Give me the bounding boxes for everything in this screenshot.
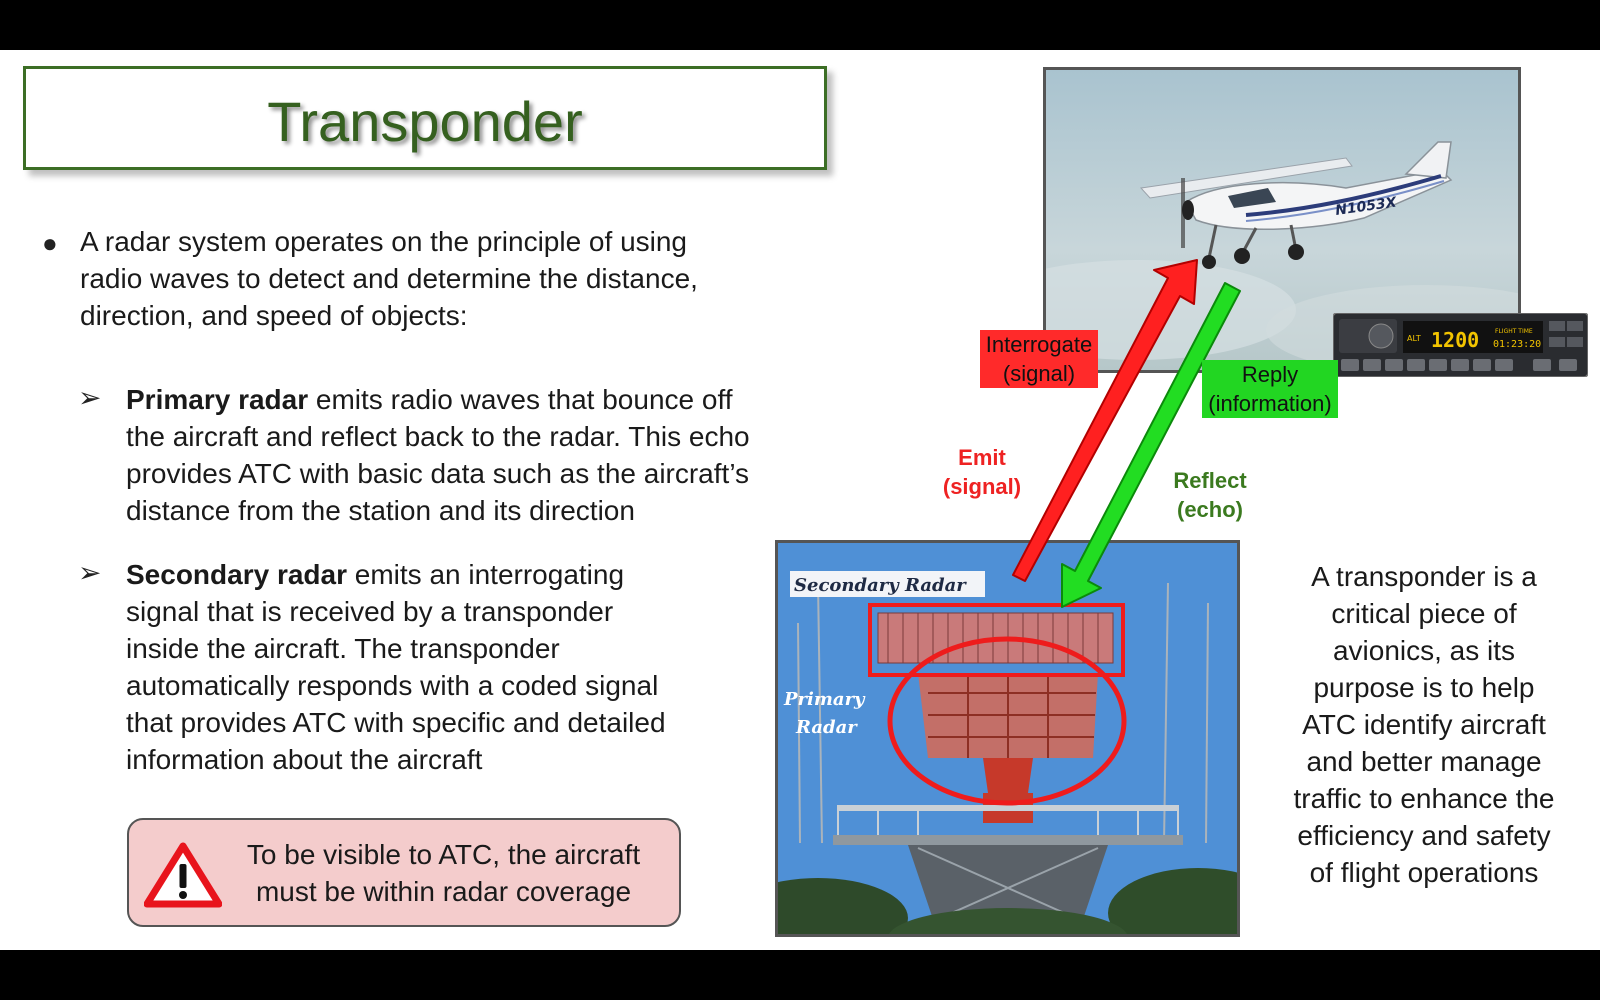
primary-term: Primary radar [126,384,309,415]
bullet-dot: ● [42,228,58,258]
reflect-label-line-2: (echo) [1177,497,1243,522]
arrow-bullet-icon: ➢ [78,557,102,588]
intro-paragraph: A radar system operates on the principle… [80,223,800,334]
squawk-code: 1200 [1431,328,1479,352]
secondary-radar-label: Secondary Radar [794,575,967,596]
primary-line-2: the aircraft and reflect back to the rad… [126,421,750,452]
emit-label-line-1: Emit [958,445,1006,470]
side-line-9: of flight operations [1309,857,1539,888]
interrogate-label-line-2: (signal) [1002,361,1076,386]
side-line-3: avionics, as its [1332,635,1516,666]
primary-line-1-rest: emits radio waves that bounce off [308,384,733,415]
secondary-line-1-rest: emits an interrogating [347,559,625,590]
primary-line-4: distance from the station and its direct… [126,495,635,526]
reply-label-line-1: Reply [1241,362,1299,387]
reflect-label-line-1: Reflect [1173,468,1247,493]
secondary-line-4: automatically responds with a coded sign… [126,670,659,701]
warning-triangle-icon [144,842,222,908]
side-line-7: traffic to enhance the [1293,783,1555,814]
interrogate-label: Interrogate (signal) [980,330,1098,388]
side-line-6: and better manage [1306,746,1542,777]
arrow-bullet-icon: ➢ [78,382,102,413]
side-line-5: ATC identify aircraft [1302,709,1546,740]
secondary-line-3: inside the aircraft. The transponder [126,633,560,664]
radar-photo: Secondary Radar Primary Radar [775,540,1240,937]
transponder-display: ALT 1200 FLIGHT TIME 01:23:20 [1332,312,1589,378]
primary-radar-highlight [887,636,1127,806]
emit-label-line-2: (signal) [942,474,1022,499]
warning-callout: To be visible to ATC, the aircraft must … [127,818,681,927]
signal-arrows [1012,259,1241,608]
side-line-1: A transponder is a [1311,561,1537,592]
alt-indicator: ALT [1407,334,1421,343]
side-line-4: purpose is to help [1313,672,1535,703]
secondary-line-2: signal that is received by a transponder [126,596,614,627]
warning-text: To be visible to ATC, the aircraft must … [221,836,666,910]
secondary-term: Secondary radar [126,559,347,590]
primary-line-3: provides ATC with basic data such as the… [126,458,750,489]
intro-line-1: A radar system operates on the principle… [80,226,688,257]
side-line-8: efficiency and safety [1297,820,1551,851]
primary-paragraph: Primary radar emits radio waves that bou… [126,381,826,529]
secondary-paragraph: Secondary radar emits an interrogating s… [126,556,766,778]
transponder-description: A transponder is a critical piece of avi… [1268,558,1580,891]
secondary-line-1: Secondary radar emits an interrogating [126,556,766,593]
reply-label-line-2: (information) [1208,391,1332,416]
interrogate-label-line-1: Interrogate [985,332,1093,357]
slide: Transponder ● A radar system operates on… [0,50,1600,950]
reply-label: Reply (information) [1202,360,1338,418]
slide-title: Transponder [267,90,583,153]
primary-radar-label-line-2: Radar [795,717,858,738]
secondary-radar-highlight [868,603,1125,677]
reflect-arrow [1061,282,1241,608]
side-line-2: critical piece of [1331,598,1517,629]
title-box: Transponder [23,66,827,170]
radar-illustration: Secondary Radar Primary Radar [778,543,1237,934]
emit-arrow [1012,259,1198,582]
flight-time-value: 01:23:20 [1493,339,1541,350]
primary-radar-label-line-1: Primary [783,689,866,710]
transponder-panel-illustration: ALT 1200 FLIGHT TIME 01:23:20 [1332,312,1589,378]
warning-line-1: To be visible to ATC, the aircraft [246,839,641,870]
reflect-label: Reflect (echo) [1155,466,1265,524]
warning-line-2: must be within radar coverage [255,876,632,907]
flight-time-label: FLIGHT TIME [1495,328,1533,335]
emit-label: Emit (signal) [932,443,1032,501]
intro-line-2: radio waves to detect and determine the … [80,263,698,294]
intro-line-3: direction, and speed of objects: [80,300,468,331]
secondary-line-5: that provides ATC with specific and deta… [126,707,666,738]
primary-line-1: Primary radar emits radio waves that bou… [126,381,826,418]
secondary-line-6: information about the aircraft [126,744,483,775]
